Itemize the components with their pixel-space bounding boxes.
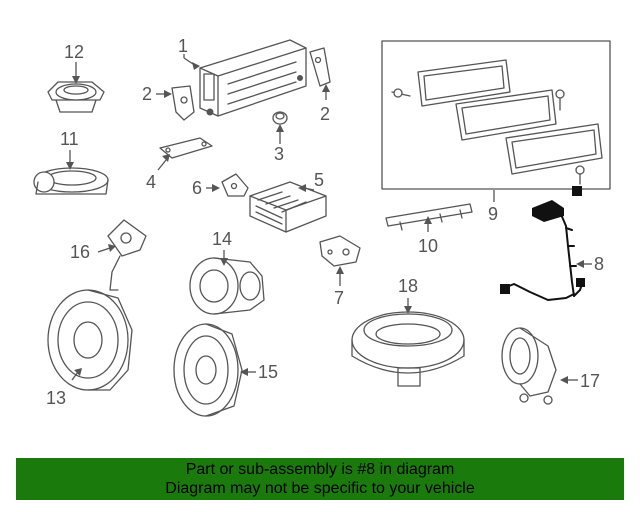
part-2-bracket-right[interactable]	[309, 47, 331, 87]
callout-8: 8	[594, 254, 604, 274]
part-16-bracket[interactable]	[107, 219, 147, 291]
part-3-clip[interactable]	[272, 111, 288, 125]
part-12-tweeter[interactable]	[47, 81, 105, 113]
callout-15: 15	[258, 362, 278, 382]
callout-17: 17	[580, 371, 600, 391]
callout-18: 18	[398, 276, 418, 296]
part-18-housing[interactable]	[351, 311, 465, 387]
part-14-speaker[interactable]	[189, 257, 265, 315]
part-15-speaker[interactable]	[173, 323, 243, 417]
info-banner: Part or sub-assembly is #8 in diagram Di…	[16, 458, 624, 500]
part-10-rail[interactable]	[385, 203, 473, 231]
callout-4: 4	[146, 172, 156, 192]
part-5-amplifier[interactable]	[249, 181, 327, 233]
callout-14: 14	[212, 229, 232, 249]
part-11-speaker-ring[interactable]	[33, 167, 109, 195]
callout-6: 6	[192, 178, 202, 198]
callout-1: 1	[178, 36, 188, 56]
callout-3: 3	[274, 144, 284, 164]
callout-2a: 2	[142, 84, 152, 104]
part-6-bracket[interactable]	[221, 173, 249, 197]
callout-16: 16	[70, 242, 90, 262]
part-8-wire-harness[interactable]	[500, 186, 585, 301]
callout-7: 7	[334, 288, 344, 308]
callout-2b: 2	[320, 104, 330, 124]
callout-13: 13	[46, 388, 66, 408]
parts-diagram: 12 11 1 2 2 3	[33, 36, 611, 417]
part-9-display-group[interactable]	[381, 40, 611, 190]
callout-5: 5	[314, 170, 324, 190]
callout-12: 12	[64, 42, 84, 62]
banner-line-1: Part or sub-assembly is #8 in diagram	[185, 461, 455, 478]
part-1-main-unit[interactable]	[199, 39, 307, 117]
part-13-speaker[interactable]	[47, 289, 133, 391]
part-4-plate[interactable]	[159, 137, 213, 159]
callout-9: 9	[488, 204, 498, 224]
part-17-bracket[interactable]	[501, 327, 557, 405]
callout-10: 10	[418, 236, 438, 256]
callout-11: 11	[60, 129, 79, 149]
part-2-bracket-left[interactable]	[171, 85, 195, 121]
part-7-bracket[interactable]	[319, 235, 361, 267]
banner-line-2: Diagram may not be specific to your vehi…	[165, 480, 475, 497]
